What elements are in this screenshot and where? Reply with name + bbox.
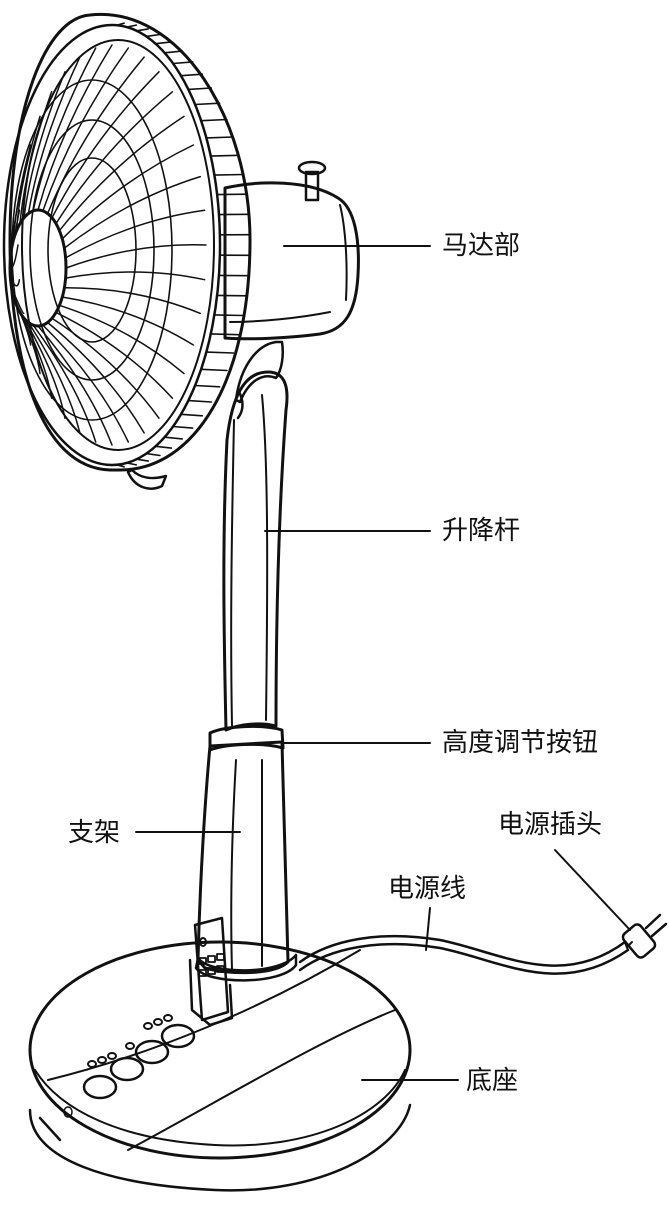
control-buttons (64, 1015, 194, 1117)
stand-tube (198, 742, 288, 973)
guard-band-rib (173, 427, 193, 429)
indicator-dot (154, 1019, 162, 1025)
indicator-dot (98, 1057, 106, 1063)
indicator-dot (126, 1043, 134, 1049)
remote-control (190, 918, 232, 1025)
power-plug (621, 915, 666, 960)
guard-band-rib (201, 120, 227, 121)
guard-band-rib (181, 74, 202, 76)
power-cord (300, 936, 625, 966)
height-collar-drawing (210, 726, 283, 750)
guard-band-rib (165, 51, 183, 53)
guard-band-rib (206, 352, 233, 353)
cord-drawing (300, 915, 666, 974)
motor-back-edge (340, 205, 347, 300)
base-button-1 (84, 1076, 116, 1098)
plug-prong (646, 915, 660, 928)
lift-rod-highlight (262, 395, 267, 720)
guard-band-rib (214, 175, 243, 176)
base-button-4 (162, 1025, 194, 1047)
label-base: 底座 (466, 1068, 518, 1094)
guard-spoke (52, 72, 159, 218)
guard-band-rib (195, 103, 220, 104)
indicator-dot (88, 1061, 96, 1067)
label-lift-rod: 升降杆 (442, 518, 520, 544)
oscillation-knob (299, 162, 325, 200)
stand-drawing (198, 742, 288, 973)
base-bottom-rim (30, 1105, 410, 1190)
base-drawing (30, 942, 410, 1190)
guard-band-rib (137, 459, 149, 461)
guard-band-rib (195, 386, 220, 387)
guard-band-rib (188, 401, 211, 402)
base-inner-edge (35, 1070, 405, 1145)
guard-band-rib (173, 62, 193, 64)
guard-band-rib (127, 25, 136, 27)
guard-band-rib (211, 155, 239, 156)
remote-button (208, 956, 215, 962)
fan-head (4, 14, 250, 488)
guard-band-rib (165, 437, 183, 439)
base-rim-tick (40, 1118, 60, 1140)
indicator-dot (108, 1053, 116, 1059)
guard-band-rib (206, 137, 233, 138)
guard-band-rib (156, 42, 172, 44)
label-stand: 支架 (68, 820, 120, 846)
guard-band-rib (181, 414, 202, 416)
fan-center-badge (10, 210, 66, 326)
base-panel-line-2 (128, 1010, 395, 1150)
guard-band-rib (156, 446, 172, 448)
remote-button (217, 954, 224, 960)
indicator-dot (164, 1015, 172, 1021)
guard-spoke (52, 318, 159, 418)
guard-band-rib (188, 88, 211, 89)
guard-spoke (38, 45, 112, 210)
lift-rod-highlight (231, 420, 234, 726)
label-plug: 电源插头 (498, 812, 602, 838)
fan-guard-spokes (10, 45, 206, 445)
guard-band-rib (211, 334, 239, 335)
lift-rod-drawing (224, 342, 287, 730)
leader-lines (136, 246, 630, 1080)
guard-band-rib (127, 463, 136, 465)
base-top (30, 942, 410, 1158)
guard-band-rib (214, 315, 243, 316)
guard-band-rib (201, 369, 227, 370)
guard-spoke (56, 92, 172, 224)
leader-line-cord (426, 908, 430, 950)
plug-prong (652, 924, 666, 936)
label-motor: 马达部 (442, 233, 520, 259)
plug-body (621, 922, 657, 959)
label-height-button: 高度调节按钮 (442, 730, 598, 756)
guard-spoke (48, 323, 145, 433)
height-collar (210, 726, 283, 750)
guard-band-rib (146, 454, 160, 456)
guard-clip (128, 470, 166, 489)
stand-highlight-line (231, 760, 236, 970)
guard-band-rib (137, 29, 149, 31)
label-cord: 电源线 (388, 876, 466, 902)
leader-line-plug (555, 850, 630, 930)
indicator-dot (144, 1023, 152, 1029)
guard-band-rib (146, 35, 160, 37)
base-button-2 (111, 1058, 143, 1080)
